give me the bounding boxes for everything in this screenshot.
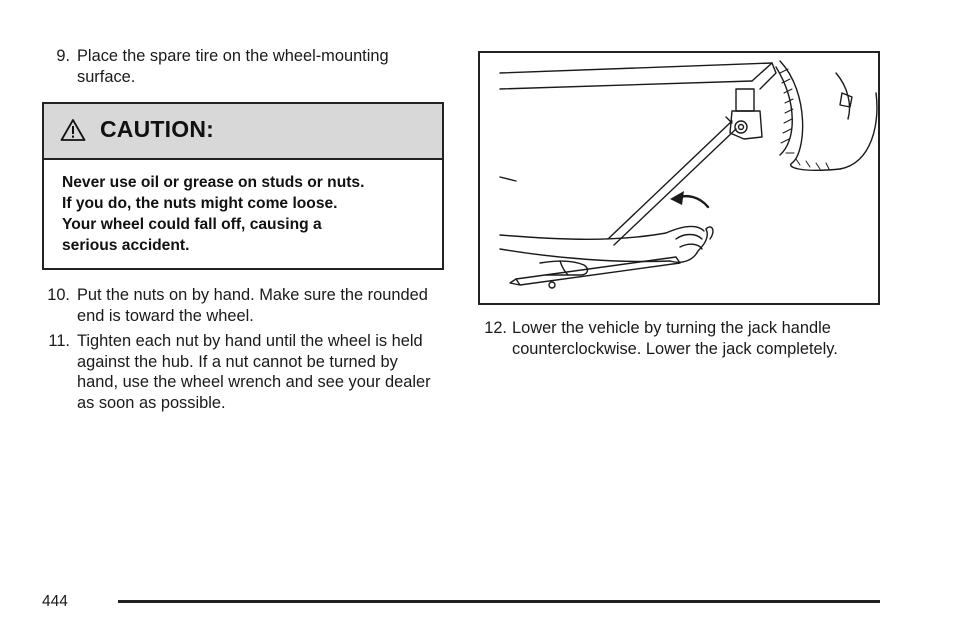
caution-line: Never use oil or grease on studs or nuts…: [62, 174, 365, 191]
caution-line: serious accident.: [62, 237, 190, 254]
warning-triangle-icon: [60, 119, 86, 141]
step-text: Tighten each nut by hand until the wheel…: [77, 332, 431, 412]
caution-line: Your wheel could fall off, causing a: [62, 216, 322, 233]
step-number: 12.: [484, 319, 507, 337]
step-number: 10.: [47, 286, 70, 304]
caution-text: Never use oil or grease on studs or nuts…: [62, 172, 432, 256]
step-text: Put the nuts on by hand. Make sure the r…: [77, 286, 428, 325]
caution-title: CAUTION:: [100, 116, 215, 142]
jack-handle-illustration: [499, 60, 878, 289]
caution-header: CAUTION:: [44, 104, 442, 160]
page-number: 444: [42, 593, 68, 610]
caution-line: If you do, the nuts might come loose.: [62, 195, 338, 212]
step-text: Place the spare tire on the wheel-mounti…: [77, 47, 389, 86]
jack-handle-figure: [478, 51, 880, 305]
step-number: 11.: [48, 332, 70, 350]
step-number: 9.: [56, 47, 70, 65]
step-text: Lower the vehicle by turning the jack ha…: [512, 319, 838, 358]
caution-box: CAUTION: Never use oil or grease on stud…: [42, 102, 444, 270]
footer-rule: [118, 600, 880, 603]
